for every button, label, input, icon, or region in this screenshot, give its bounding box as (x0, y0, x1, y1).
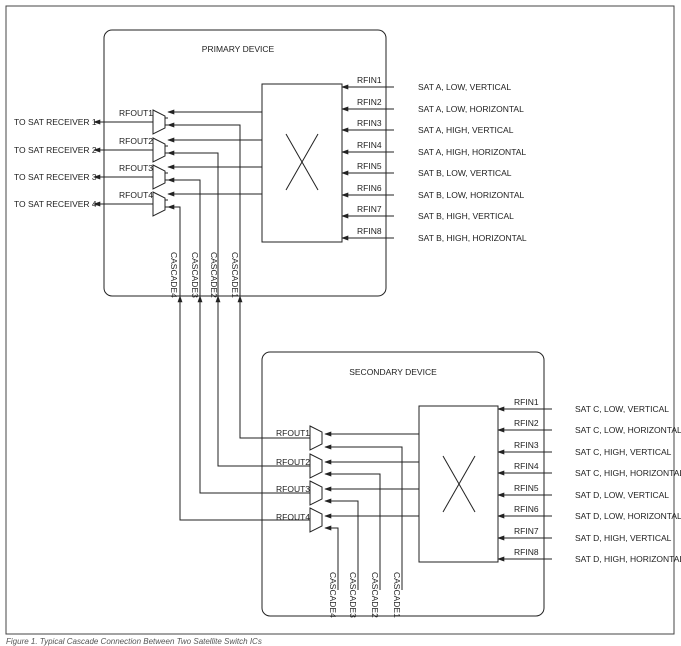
secondary-mux-2 (309, 453, 323, 479)
secondary-rfout-label: RFOUT2 (276, 457, 310, 467)
primary-source-label: SAT B, HIGH, HORIZONTAL (418, 233, 527, 243)
receiver-label: TO SAT RECEIVER 3 (14, 172, 97, 182)
primary-rfin-label: RFIN7 (357, 204, 382, 214)
primary-source-label: SAT A, HIGH, HORIZONTAL (418, 147, 526, 157)
figure-caption: Figure 1. Typical Cascade Connection Bet… (6, 637, 262, 646)
primary-internal-wiring (167, 109, 262, 296)
primary-source-label: SAT A, LOW, VERTICAL (418, 82, 511, 92)
secondary-source-label: SAT C, HIGH, HORIZONTAL (575, 468, 681, 478)
primary-rfin-label: RFIN2 (357, 97, 382, 107)
primary-cascade-label: CASCADE4 (169, 252, 179, 298)
secondary-rfin-label: RFIN1 (514, 397, 539, 407)
primary-cascade-label: CASCADE1 (230, 252, 240, 298)
primary-mux-4 (152, 191, 168, 217)
secondary-source-label: SAT D, LOW, VERTICAL (575, 490, 669, 500)
secondary-rfin-label: RFIN7 (514, 526, 539, 536)
secondary-rfout-label: RFOUT1 (276, 428, 310, 438)
secondary-mux-1 (309, 425, 323, 451)
secondary-cascade-label: CASCADE3 (348, 572, 358, 618)
secondary-rfin-label: RFIN4 (514, 461, 539, 471)
primary-device-title: PRIMARY DEVICE (202, 44, 275, 54)
secondary-rfout-label: RFOUT3 (276, 484, 310, 494)
primary-rfin-label: RFIN1 (357, 75, 382, 85)
primary-rfout-label: RFOUT3 (119, 163, 153, 173)
secondary-rfin-label: RFIN6 (514, 504, 539, 514)
primary-source-label: SAT B, HIGH, VERTICAL (418, 211, 514, 221)
primary-rfin-label: RFIN5 (357, 161, 382, 171)
secondary-rfout-label: RFOUT4 (276, 512, 310, 522)
primary-rfin-label: RFIN4 (357, 140, 382, 150)
secondary-source-label: SAT D, HIGH, HORIZONTAL (575, 554, 681, 564)
secondary-internal-wiring (324, 431, 419, 590)
primary-rfout-label: RFOUT2 (119, 136, 153, 146)
primary-rfout-label: RFOUT1 (119, 108, 153, 118)
secondary-rfin-label: RFIN2 (514, 418, 539, 428)
primary-cascade-label: CASCADE2 (209, 252, 219, 298)
receiver-label: TO SAT RECEIVER 2 (14, 145, 97, 155)
primary-rfin-label: RFIN8 (357, 226, 382, 236)
secondary-mux-4 (309, 507, 323, 533)
receiver-label: TO SAT RECEIVER 4 (14, 199, 97, 209)
primary-mux-1 (152, 109, 168, 135)
primary-source-label: SAT B, LOW, VERTICAL (418, 168, 512, 178)
secondary-cascade-label: CASCADE1 (392, 572, 402, 618)
primary-rfin-label: RFIN6 (357, 183, 382, 193)
secondary-cascade-label: CASCADE4 (328, 572, 338, 618)
secondary-source-label: SAT D, LOW, HORIZONTAL (575, 511, 681, 521)
primary-cascade-label: CASCADE3 (190, 252, 200, 298)
primary-mux-2 (152, 137, 168, 163)
secondary-mux-3 (309, 480, 323, 506)
primary-source-label: SAT A, HIGH, VERTICAL (418, 125, 514, 135)
secondary-rfin-label: RFIN5 (514, 483, 539, 493)
primary-source-label: SAT B, LOW, HORIZONTAL (418, 190, 525, 200)
secondary-cascade-label: CASCADE2 (370, 572, 380, 618)
secondary-crosspoint-icon (442, 455, 476, 513)
receiver-label: TO SAT RECEIVER 1 (14, 117, 97, 127)
primary-crosspoint-icon (285, 133, 319, 191)
primary-rfin-label: RFIN3 (357, 118, 382, 128)
secondary-rfin-label: RFIN3 (514, 440, 539, 450)
secondary-source-label: SAT C, HIGH, VERTICAL (575, 447, 672, 457)
secondary-source-label: SAT C, LOW, HORIZONTAL (575, 425, 681, 435)
secondary-source-label: SAT C, LOW, VERTICAL (575, 404, 669, 414)
primary-rfout-label: RFOUT4 (119, 190, 153, 200)
secondary-device-title: SECONDARY DEVICE (349, 367, 437, 377)
secondary-rfin-label: RFIN8 (514, 547, 539, 557)
figure-frame (5, 5, 675, 635)
primary-source-label: SAT A, LOW, HORIZONTAL (418, 104, 524, 114)
cascade-links (177, 295, 310, 521)
secondary-source-label: SAT D, HIGH, VERTICAL (575, 533, 672, 543)
